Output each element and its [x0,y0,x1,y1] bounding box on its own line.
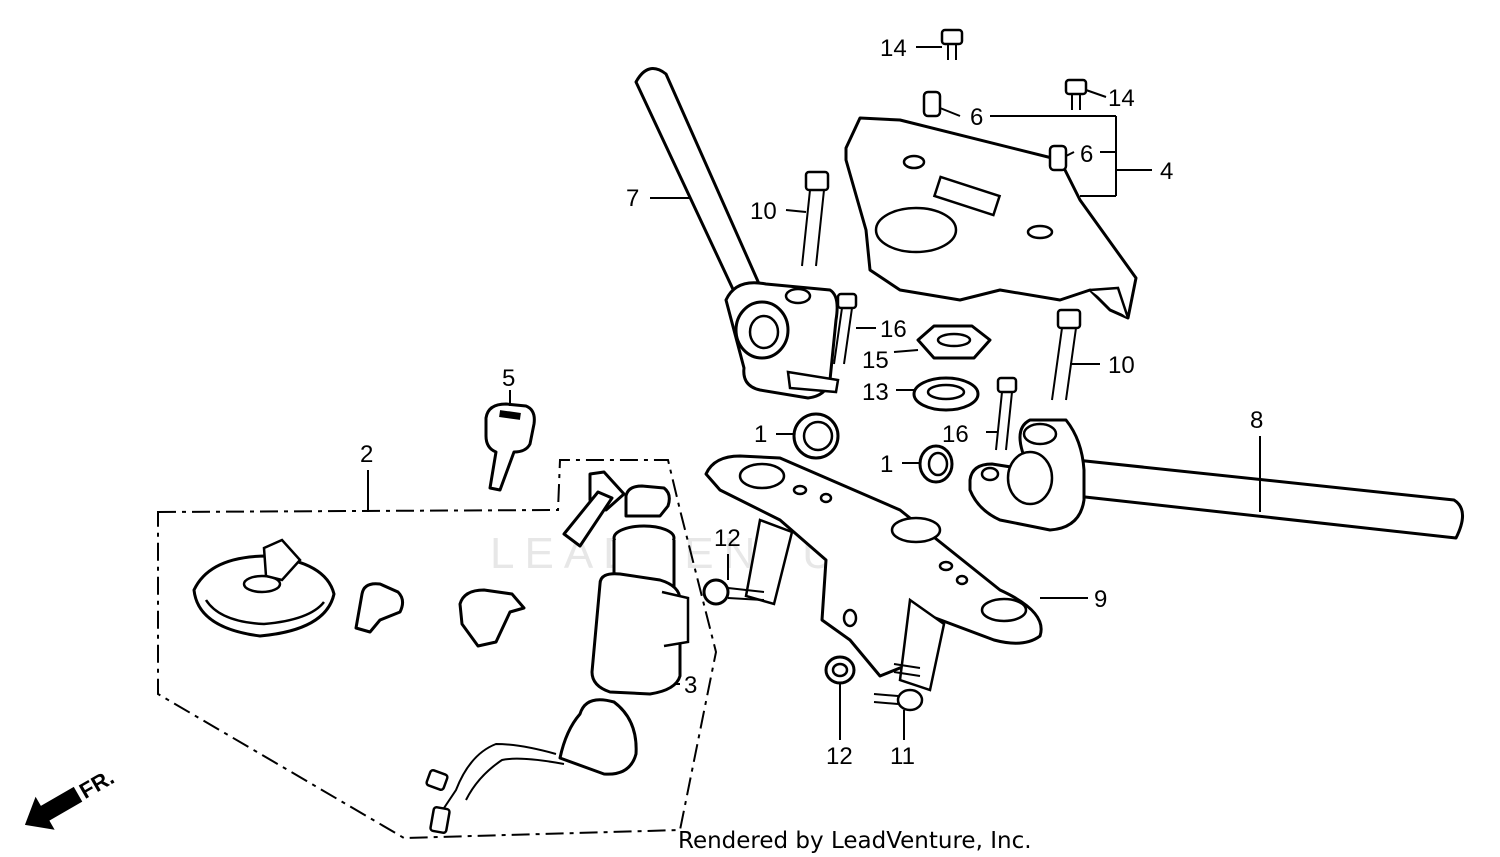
bolt-part-14-top [940,28,964,60]
callout-14-top: 14 [880,35,907,62]
callout-15: 15 [862,347,889,374]
callout-2: 2 [360,441,373,468]
bolt-part-14-right [1064,78,1088,110]
callout-7: 7 [626,185,639,212]
callout-10-left: 10 [750,198,777,225]
leader-lines [367,46,1261,740]
callout-3: 3 [684,672,697,699]
callout-12-left: 12 [714,525,741,552]
bolt-part-11 [873,663,924,712]
key-part-5 [484,402,536,492]
callout-6-right: 6 [1080,141,1093,168]
nut-part-12-bottom [824,655,856,685]
callout-6-left: 6 [970,104,983,131]
cap-part-1-left [792,412,840,460]
washer-part-13 [912,376,980,412]
bottom-bridge-part-9 [704,454,1043,692]
callout-10-right: 10 [1108,352,1135,379]
callout-1-left: 1 [754,421,767,448]
callout-16-lower: 16 [942,421,969,448]
bolt-part-12-left [702,578,765,606]
callout-13: 13 [862,379,889,406]
lock-set-part-2 [157,459,718,840]
front-direction-arrow-icon: FR. [24,764,118,830]
credit-text: Rendered by LeadVenture, Inc. [678,828,1032,854]
ignition-switch-part-3 [425,524,690,834]
left-handlebar-part-7 [634,67,840,400]
callout-4: 4 [1160,158,1173,185]
right-handlebar-part-8 [968,418,1464,540]
bolt-part-16-lower [995,376,1018,451]
callout-14-right: 14 [1108,85,1135,112]
callout-11: 11 [890,743,915,770]
bolt-part-10-right [1051,308,1082,401]
callouts: 14 14 6 6 4 7 10 16 15 10 13 5 8 1 16 2 … [360,35,1263,770]
bolt-part-10-left [801,170,830,267]
bolt-part-16-upper [833,292,858,365]
callout-8: 8 [1250,407,1263,434]
callout-12-bottom: 12 [826,743,853,770]
callout-9: 9 [1094,586,1107,613]
cap-part-1-right [918,444,954,484]
dowel-pin-part-6-right [1048,144,1068,172]
nut-part-15 [916,324,992,360]
dowel-pin-part-6-left [922,90,942,118]
callout-5: 5 [502,365,515,392]
direction-label: FR. [75,764,118,803]
callout-16-upper: 16 [880,316,907,343]
callout-1-right: 1 [880,451,893,478]
